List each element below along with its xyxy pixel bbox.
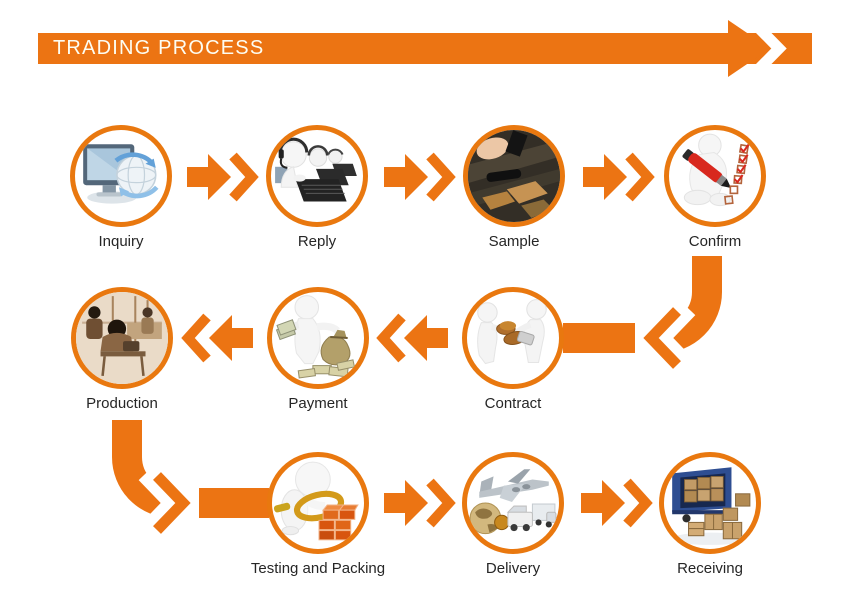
arrow-reply-to-sample xyxy=(384,154,449,200)
arrow-payment-to-production xyxy=(188,315,253,361)
step-label: Contract xyxy=(484,395,542,412)
arrow-testing-to-delivery xyxy=(384,480,449,526)
contract-exchange-icon xyxy=(477,299,547,365)
receiving-truck-icon xyxy=(671,467,751,545)
arrow-delivery-to-receiving xyxy=(581,480,646,526)
support-reply-icon xyxy=(275,137,357,202)
banner-bar xyxy=(38,15,812,82)
arrow-contract-to-payment xyxy=(383,315,448,361)
step-circle xyxy=(267,452,369,554)
step-label: Reply xyxy=(297,233,337,250)
step-delivery: Delivery xyxy=(462,452,564,577)
step-testing-packing: Testing and Packing xyxy=(251,452,385,577)
step-label: Confirm xyxy=(688,233,742,250)
step-circle xyxy=(659,452,761,554)
factory-production-icon xyxy=(76,292,168,384)
step-label: Receiving xyxy=(677,560,743,577)
step-circle xyxy=(463,125,565,227)
monitor-globe-icon xyxy=(83,144,159,204)
step-sample: Sample xyxy=(463,125,565,250)
step-confirm: Confirm xyxy=(664,125,766,250)
step-circle xyxy=(266,125,368,227)
step-label: Inquiry xyxy=(98,233,144,250)
step-contract: Contract xyxy=(462,287,564,412)
step-payment: Payment xyxy=(267,287,369,412)
sample-making-icon xyxy=(468,130,560,222)
step-inquiry: Inquiry xyxy=(70,125,172,250)
step-label: Payment xyxy=(288,395,348,412)
step-circle xyxy=(70,125,172,227)
confirm-checklist-icon xyxy=(682,133,750,207)
step-receiving: Receiving xyxy=(659,452,761,577)
step-label: Testing and Packing xyxy=(250,560,386,577)
step-circle xyxy=(462,452,564,554)
step-label: Sample xyxy=(488,233,540,250)
step-circle xyxy=(664,125,766,227)
payment-money-icon xyxy=(275,295,356,379)
arrow-inquiry-to-reply xyxy=(187,154,252,200)
step-label: Delivery xyxy=(485,560,541,577)
step-production: Production xyxy=(71,287,173,412)
delivery-transport-icon xyxy=(469,469,557,535)
step-circle xyxy=(462,287,564,389)
step-label: Production xyxy=(86,395,158,412)
step-reply: Reply xyxy=(266,125,368,250)
testing-packing-icon xyxy=(273,461,359,541)
banner-title: TRADING PROCESS xyxy=(53,37,265,59)
arrow-confirm-to-contract-curve xyxy=(563,256,722,370)
arrow-sample-to-confirm xyxy=(583,154,648,200)
arrow-production-to-testing-curve xyxy=(112,420,269,535)
step-circle xyxy=(71,287,173,389)
step-circle xyxy=(267,287,369,389)
